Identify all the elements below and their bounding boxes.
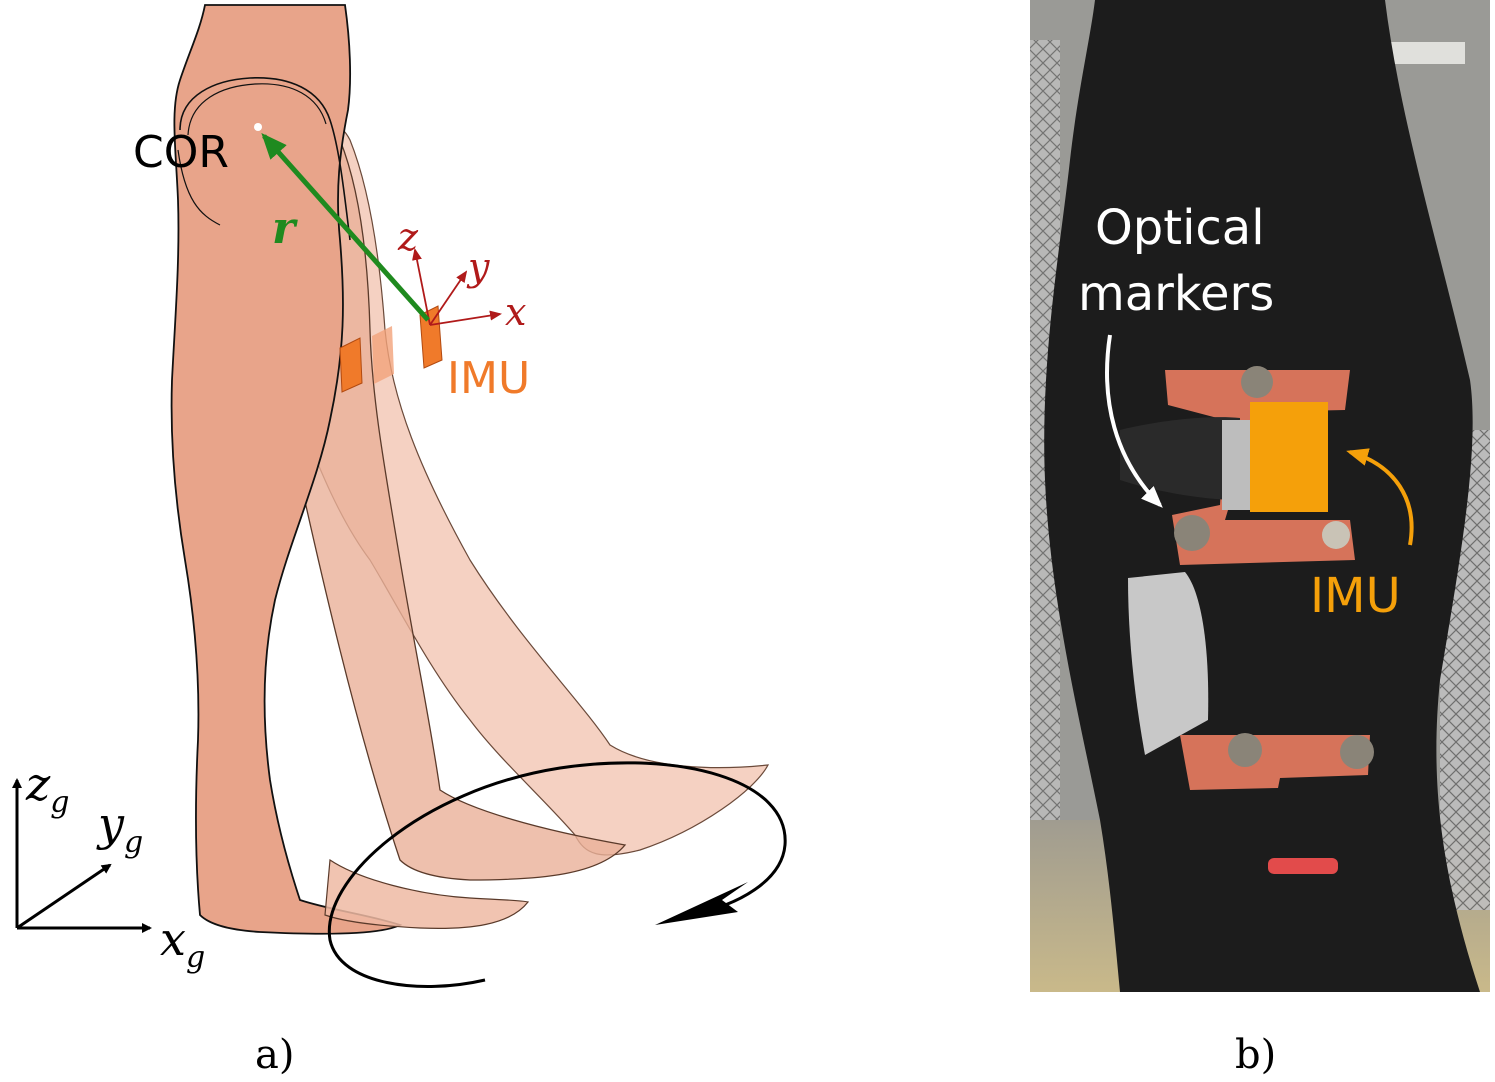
imu-label-a: IMU: [447, 353, 530, 404]
marker-plate-lower: [1180, 735, 1370, 790]
local-axis-x-label: x: [505, 290, 526, 334]
hip-outline-3: [177, 149, 221, 226]
cor-label: COR: [133, 127, 229, 178]
optical-markers-arrow: [1105, 334, 1163, 508]
local-axis-z-label: z: [397, 215, 419, 259]
panel-a-caption: a): [255, 1032, 294, 1078]
local-axis-y-label: y: [466, 245, 490, 289]
marker-sphere: [1228, 733, 1262, 767]
red-tag: [1268, 858, 1338, 874]
circular-motion-arrowhead: [655, 882, 748, 925]
imu-box-b: [1250, 402, 1328, 512]
optical-markers-label-line2: markers: [1078, 266, 1274, 322]
panel-b-photo: Optical markers IMU b): [1030, 0, 1490, 1078]
r-vector-arrow: [261, 133, 430, 322]
marker-plate-upper: [1165, 370, 1355, 565]
global-axis-y-label: yg: [96, 797, 143, 860]
marker-sphere: [1174, 515, 1210, 551]
wall-bracket: [1375, 42, 1465, 64]
global-axis-z-label: zg: [25, 757, 69, 820]
hip-outline-2: [187, 83, 327, 136]
circular-motion-arrow: [327, 761, 787, 989]
global-frame: zg yg xg: [12, 757, 205, 975]
imu-local-frame: z y x: [397, 215, 526, 334]
optical-markers: [1174, 366, 1374, 769]
photo-tape-patch: [1128, 572, 1209, 755]
imu-arrow-b: [1346, 448, 1414, 546]
marker-sphere: [1340, 735, 1374, 769]
leg-pose-rear-foot: [324, 858, 530, 929]
hip-outline: [179, 77, 351, 241]
imu-boxes: [339, 305, 443, 393]
imu-box-2: [372, 326, 394, 384]
leg-pose-front: [170, 4, 403, 935]
marker-sphere: [1322, 521, 1350, 549]
cor-point: [254, 123, 262, 131]
marker-sphere: [1241, 366, 1273, 398]
imu-box-3: [419, 305, 443, 369]
panel-a-leg-diagram: z y x COR r IMU zg yg xg a): [12, 4, 787, 1078]
r-vector-label: r: [272, 203, 298, 254]
imu-box-1: [339, 337, 363, 393]
imu-label-b: IMU: [1310, 568, 1401, 624]
strap-dark: [1120, 417, 1240, 500]
optical-markers-label-line1: Optical: [1095, 200, 1265, 256]
global-axis-x-label: xg: [160, 912, 205, 975]
panel-b-caption: b): [1235, 1032, 1276, 1078]
